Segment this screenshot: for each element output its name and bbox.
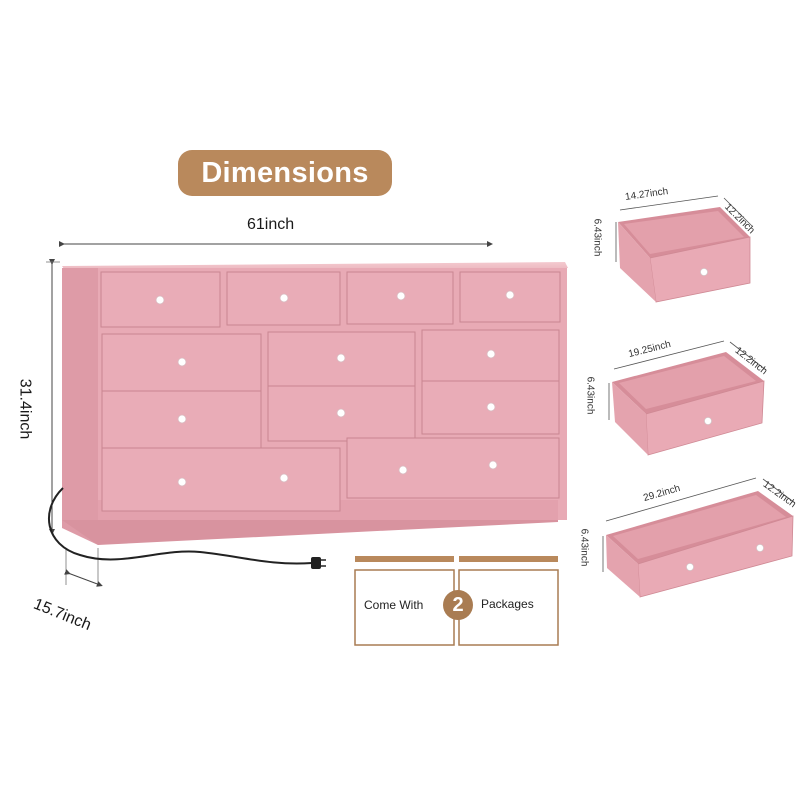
drawer-small-height-label: 6.43inch — [591, 218, 603, 257]
drawer-small — [615, 195, 753, 303]
height-dimension-line — [46, 259, 60, 535]
dimensions-title: Dimensions — [178, 150, 392, 196]
power-cord-icon — [48, 487, 326, 569]
packages-right-text: Packages — [481, 597, 534, 611]
drawer-medium-height-label: 6.43inch — [584, 376, 596, 415]
dresser — [62, 262, 568, 545]
packages-left-text: Come With — [364, 598, 424, 612]
packages-count-badge: 2 — [443, 590, 473, 620]
depth-dimension-line — [64, 548, 103, 587]
width-label: 61inch — [247, 216, 295, 233]
packages-graphic — [354, 556, 559, 646]
drawer-medium — [608, 340, 767, 456]
height-label: 31.4inch — [16, 378, 34, 440]
drawer-large-height-label: 6.43inch — [578, 528, 590, 567]
drawer-large — [602, 477, 796, 598]
